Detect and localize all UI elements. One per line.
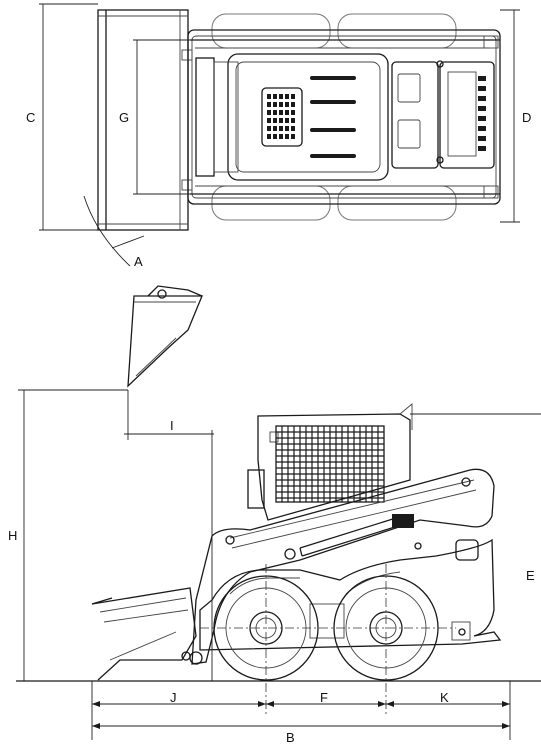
top-view	[39, 3, 520, 267]
cab-screen-mesh	[276, 426, 384, 502]
label-g: G	[119, 110, 129, 125]
label-f: F	[320, 690, 328, 705]
dimension-a-arc	[83, 195, 145, 267]
loader-arms-top	[187, 29, 501, 205]
label-b: B	[286, 730, 295, 745]
dimension-g	[133, 39, 190, 195]
label-c: C	[26, 110, 35, 125]
dimension-labels: C G D A I H E J F K B	[8, 110, 535, 745]
bucket-raised-side	[127, 285, 203, 388]
bucket-top	[97, 9, 193, 231]
chassis-side	[199, 538, 502, 651]
label-d: D	[522, 110, 531, 125]
tire-front-left-top	[211, 13, 331, 49]
dimension-d	[500, 9, 520, 223]
tire-rear-left-top	[337, 13, 457, 49]
roof-vent-slots	[267, 94, 295, 139]
dimension-c	[39, 3, 98, 231]
dimension-jfk	[91, 681, 511, 740]
label-j: J	[170, 690, 177, 705]
loader-arm-side	[181, 468, 495, 665]
bucket-lowered-side	[91, 587, 197, 681]
label-e: E	[526, 568, 535, 583]
label-a: A	[134, 254, 143, 269]
tire-front-right-top	[211, 185, 331, 221]
dimension-h	[18, 389, 128, 681]
label-i: I	[170, 418, 174, 433]
side-view	[16, 285, 541, 740]
dimension-b	[92, 723, 510, 729]
label-k: K	[440, 690, 449, 705]
dimension-i	[124, 390, 214, 681]
cab-side	[247, 403, 413, 521]
label-h: H	[8, 528, 17, 543]
tire-rear-right-top	[337, 185, 457, 221]
attachment-plate-top	[195, 57, 215, 177]
engine-cover-top	[391, 60, 495, 169]
cab-roof-top	[213, 53, 389, 181]
